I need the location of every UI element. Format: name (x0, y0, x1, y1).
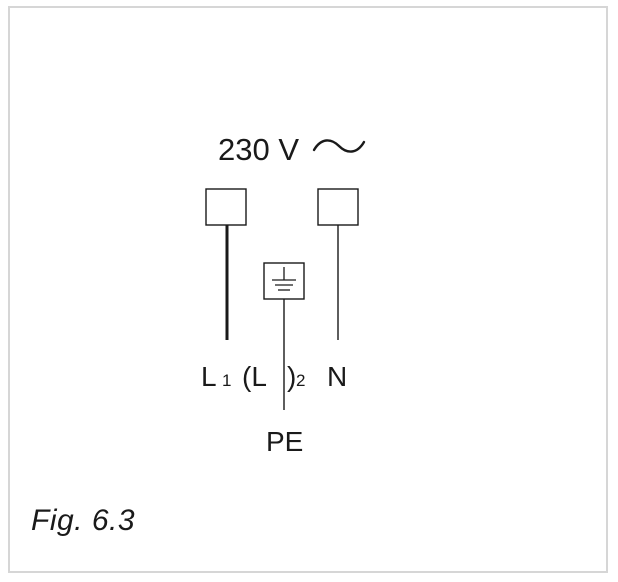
l2-label-open: (L (242, 361, 267, 392)
l2-label-close: ) (287, 361, 296, 392)
earth-label: PE (266, 426, 303, 457)
l1-label-letter: L (201, 361, 217, 392)
neutral-label: N (327, 361, 347, 392)
figure-caption: Fig. 6.3 (31, 504, 136, 537)
n-terminal-box (317, 188, 359, 226)
pe-terminal-box (263, 262, 305, 300)
ground-icon (272, 267, 296, 291)
voltage-label: 230 V (218, 132, 299, 167)
l1-label-subscript: 1 (222, 371, 231, 390)
ac-sine-icon (312, 139, 366, 153)
figure-frame (8, 6, 608, 573)
l1-terminal-box (205, 188, 247, 226)
l2-label-subscript: 2 (296, 371, 305, 390)
